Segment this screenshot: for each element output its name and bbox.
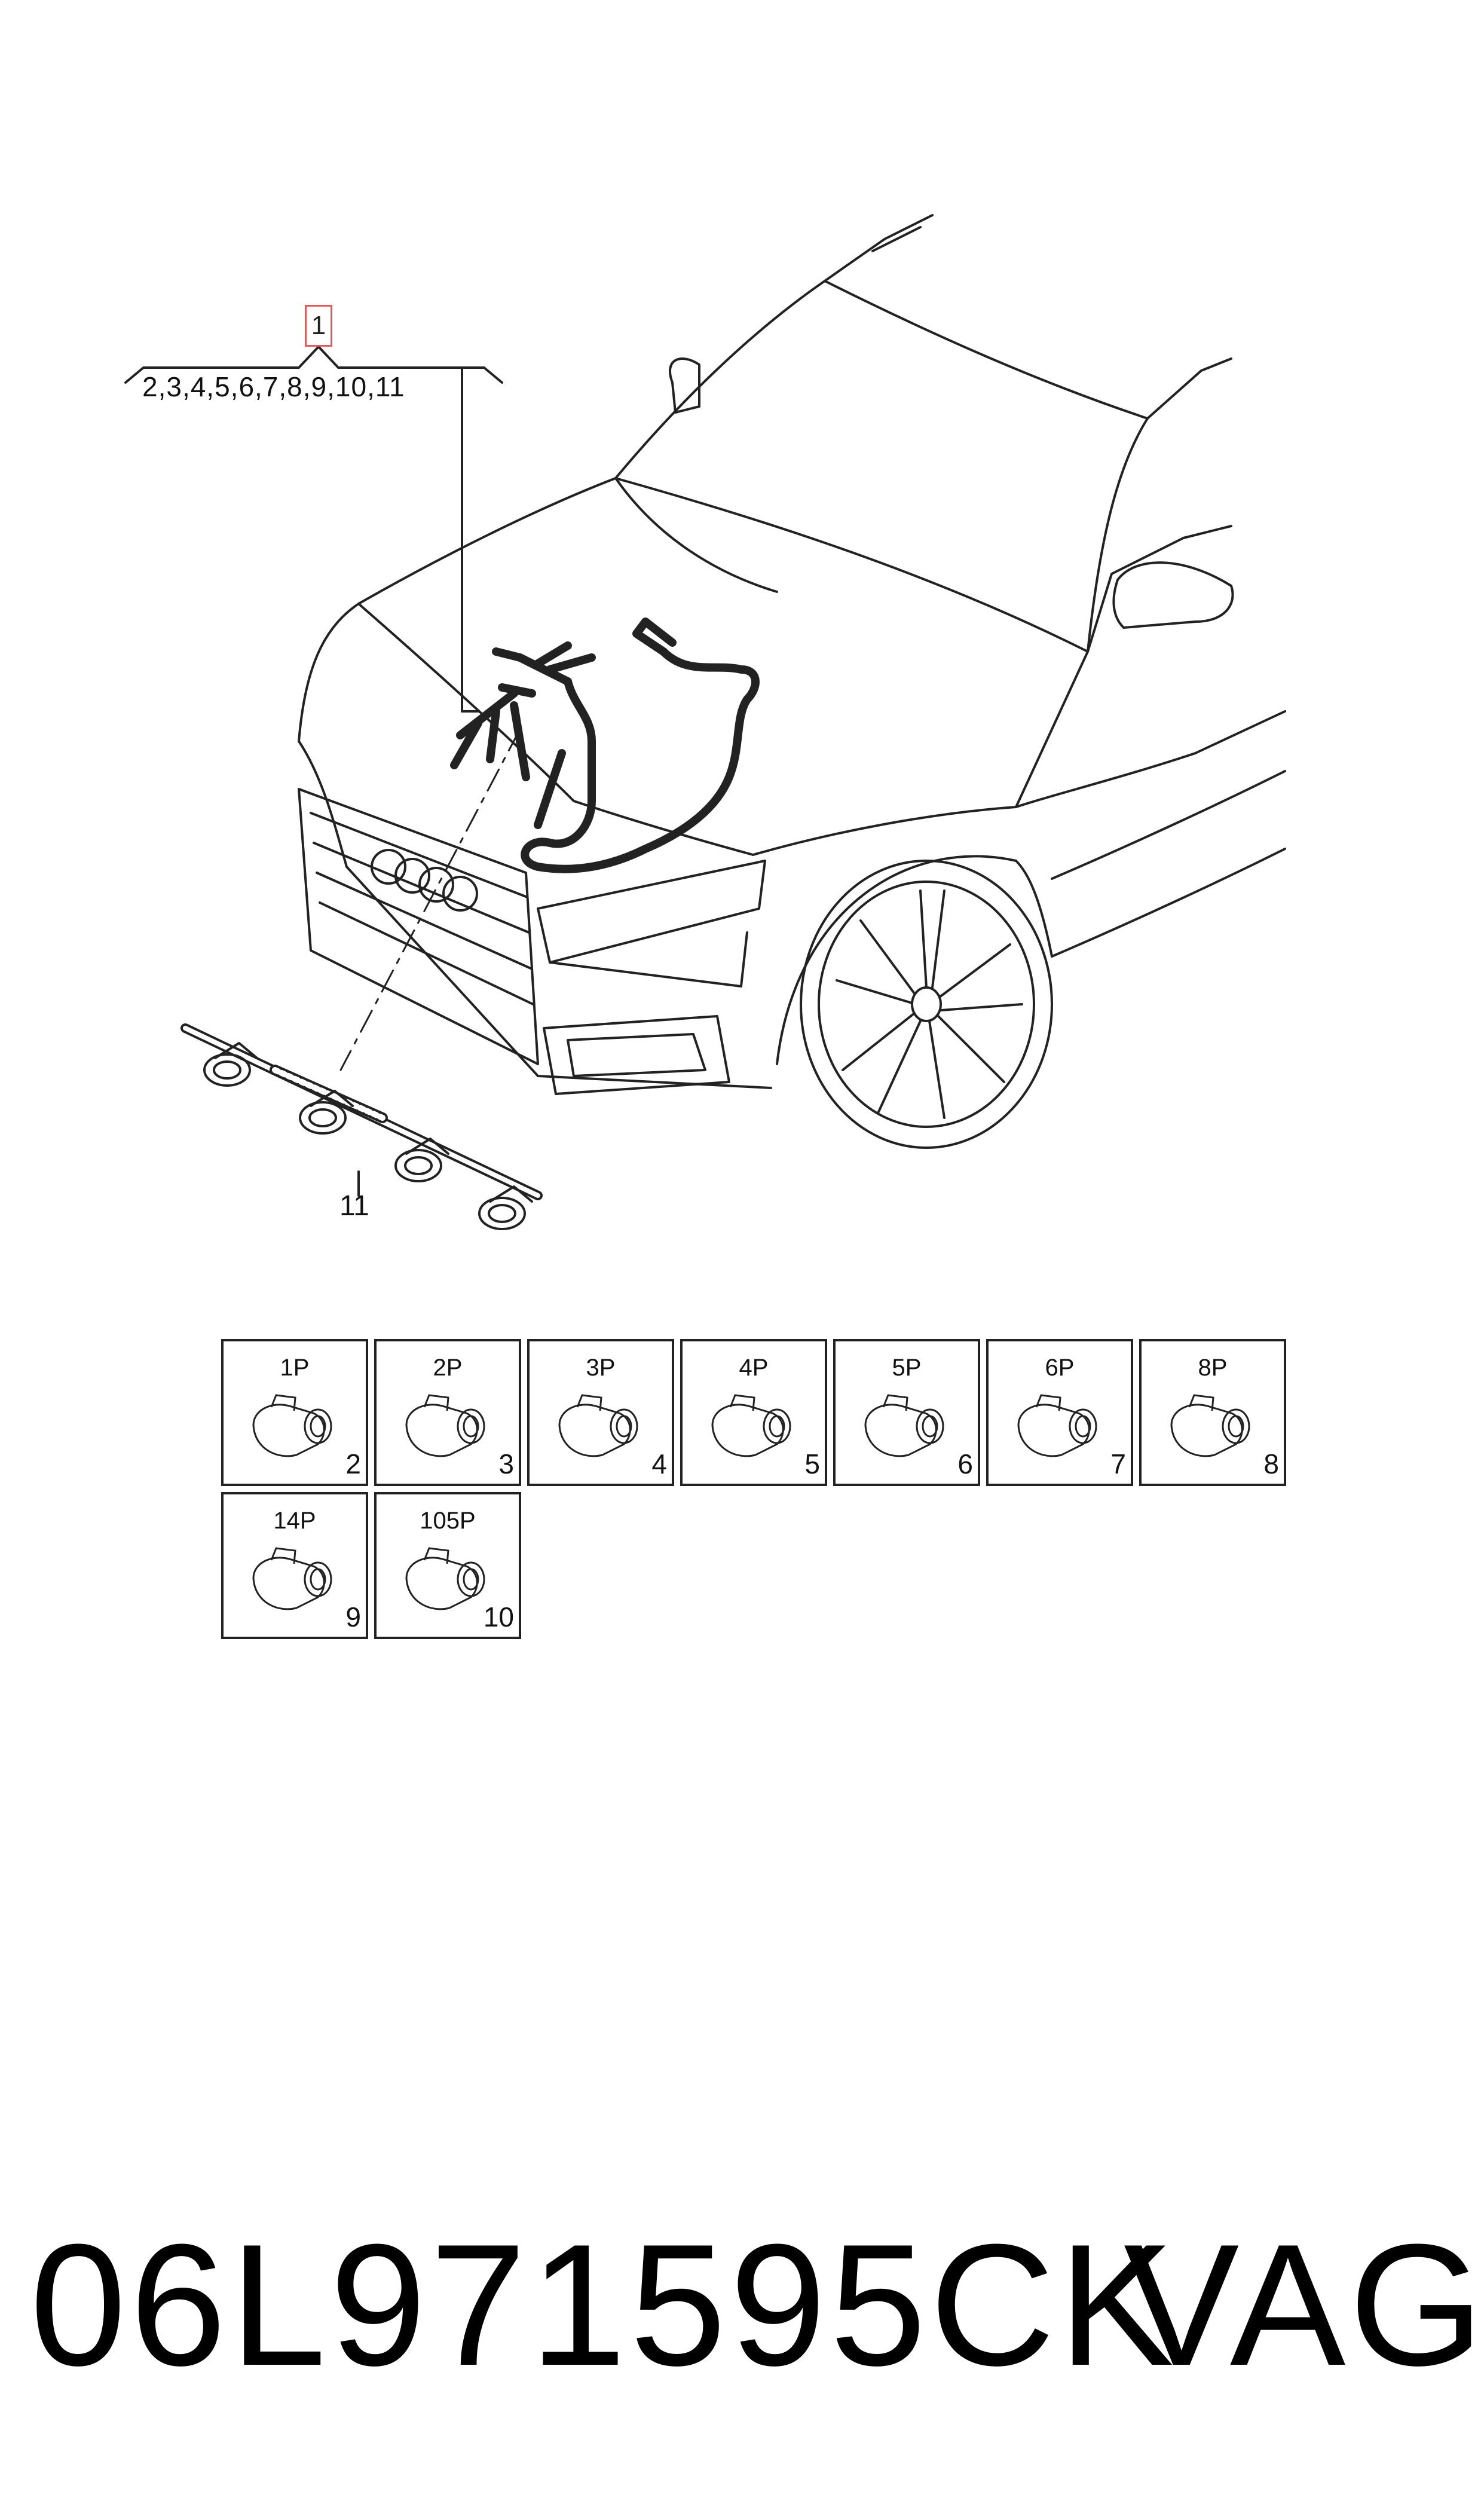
connector-icon xyxy=(252,1547,332,1610)
connector-index: 3 xyxy=(498,1448,514,1479)
connector-icon xyxy=(558,1394,638,1457)
connector-cell-4p[interactable]: 4P 5 xyxy=(680,1339,827,1486)
car-body xyxy=(298,214,1286,1149)
connector-icon xyxy=(252,1394,332,1457)
callout-bracket xyxy=(124,346,503,713)
connector-index: 7 xyxy=(1110,1448,1126,1479)
connector-pins: 4P xyxy=(739,1355,769,1381)
connector-index: 6 xyxy=(957,1448,973,1479)
connector-icon xyxy=(711,1394,791,1457)
connector-icon xyxy=(864,1394,944,1457)
connector-icon xyxy=(405,1547,485,1610)
connector-pins: 8P xyxy=(1198,1355,1228,1381)
connector-cell-5p[interactable]: 5P 6 xyxy=(833,1339,980,1486)
connector-cell-8p[interactable]: 8P 8 xyxy=(1139,1339,1286,1486)
connector-icon xyxy=(1017,1394,1097,1457)
connector-grid: 1P 2 2P 3 3P 4 4P 5 5P 6 6P 7 8P 8 14P 9… xyxy=(221,1339,1297,1650)
connector-index: 9 xyxy=(345,1601,361,1633)
connector-index: 8 xyxy=(1263,1448,1279,1479)
connector-pins: 5P xyxy=(892,1355,922,1381)
connector-cell-105p[interactable]: 105P 10 xyxy=(374,1492,521,1639)
connector-pins: 2P xyxy=(433,1355,463,1381)
connector-cell-6p[interactable]: 6P 7 xyxy=(986,1339,1133,1486)
callout-index-1[interactable]: 1 xyxy=(305,305,332,347)
hood-wiring-harness xyxy=(450,617,760,873)
connector-index: 5 xyxy=(804,1448,820,1479)
connector-icon xyxy=(1170,1394,1250,1457)
connector-cell-2p[interactable]: 2P 3 xyxy=(374,1339,521,1486)
connector-index: 10 xyxy=(483,1601,514,1633)
connector-icon xyxy=(405,1394,485,1457)
part-number: 06L971595CK xyxy=(30,2208,1178,2402)
connector-pins: 14P xyxy=(273,1508,316,1534)
harness-label-11: 11 xyxy=(339,1190,369,1222)
connector-index: 2 xyxy=(345,1448,361,1479)
callout-sub-indices: 2,3,4,5,6,7,8,9,10,11 xyxy=(142,371,405,402)
connector-cell-14p[interactable]: 14P 9 xyxy=(221,1492,368,1639)
sensor-harness xyxy=(180,1023,543,1230)
connector-pins: 105P xyxy=(420,1508,476,1534)
connector-cell-1p[interactable]: 1P 2 xyxy=(221,1339,368,1486)
connector-pins: 3P xyxy=(586,1355,616,1381)
connector-pins: 1P xyxy=(280,1355,310,1381)
connector-pins: 6P xyxy=(1045,1355,1075,1381)
connector-cell-3p[interactable]: 3P 4 xyxy=(527,1339,674,1486)
connector-index: 4 xyxy=(651,1448,667,1479)
brand-label: VAG xyxy=(1124,2208,1484,2402)
